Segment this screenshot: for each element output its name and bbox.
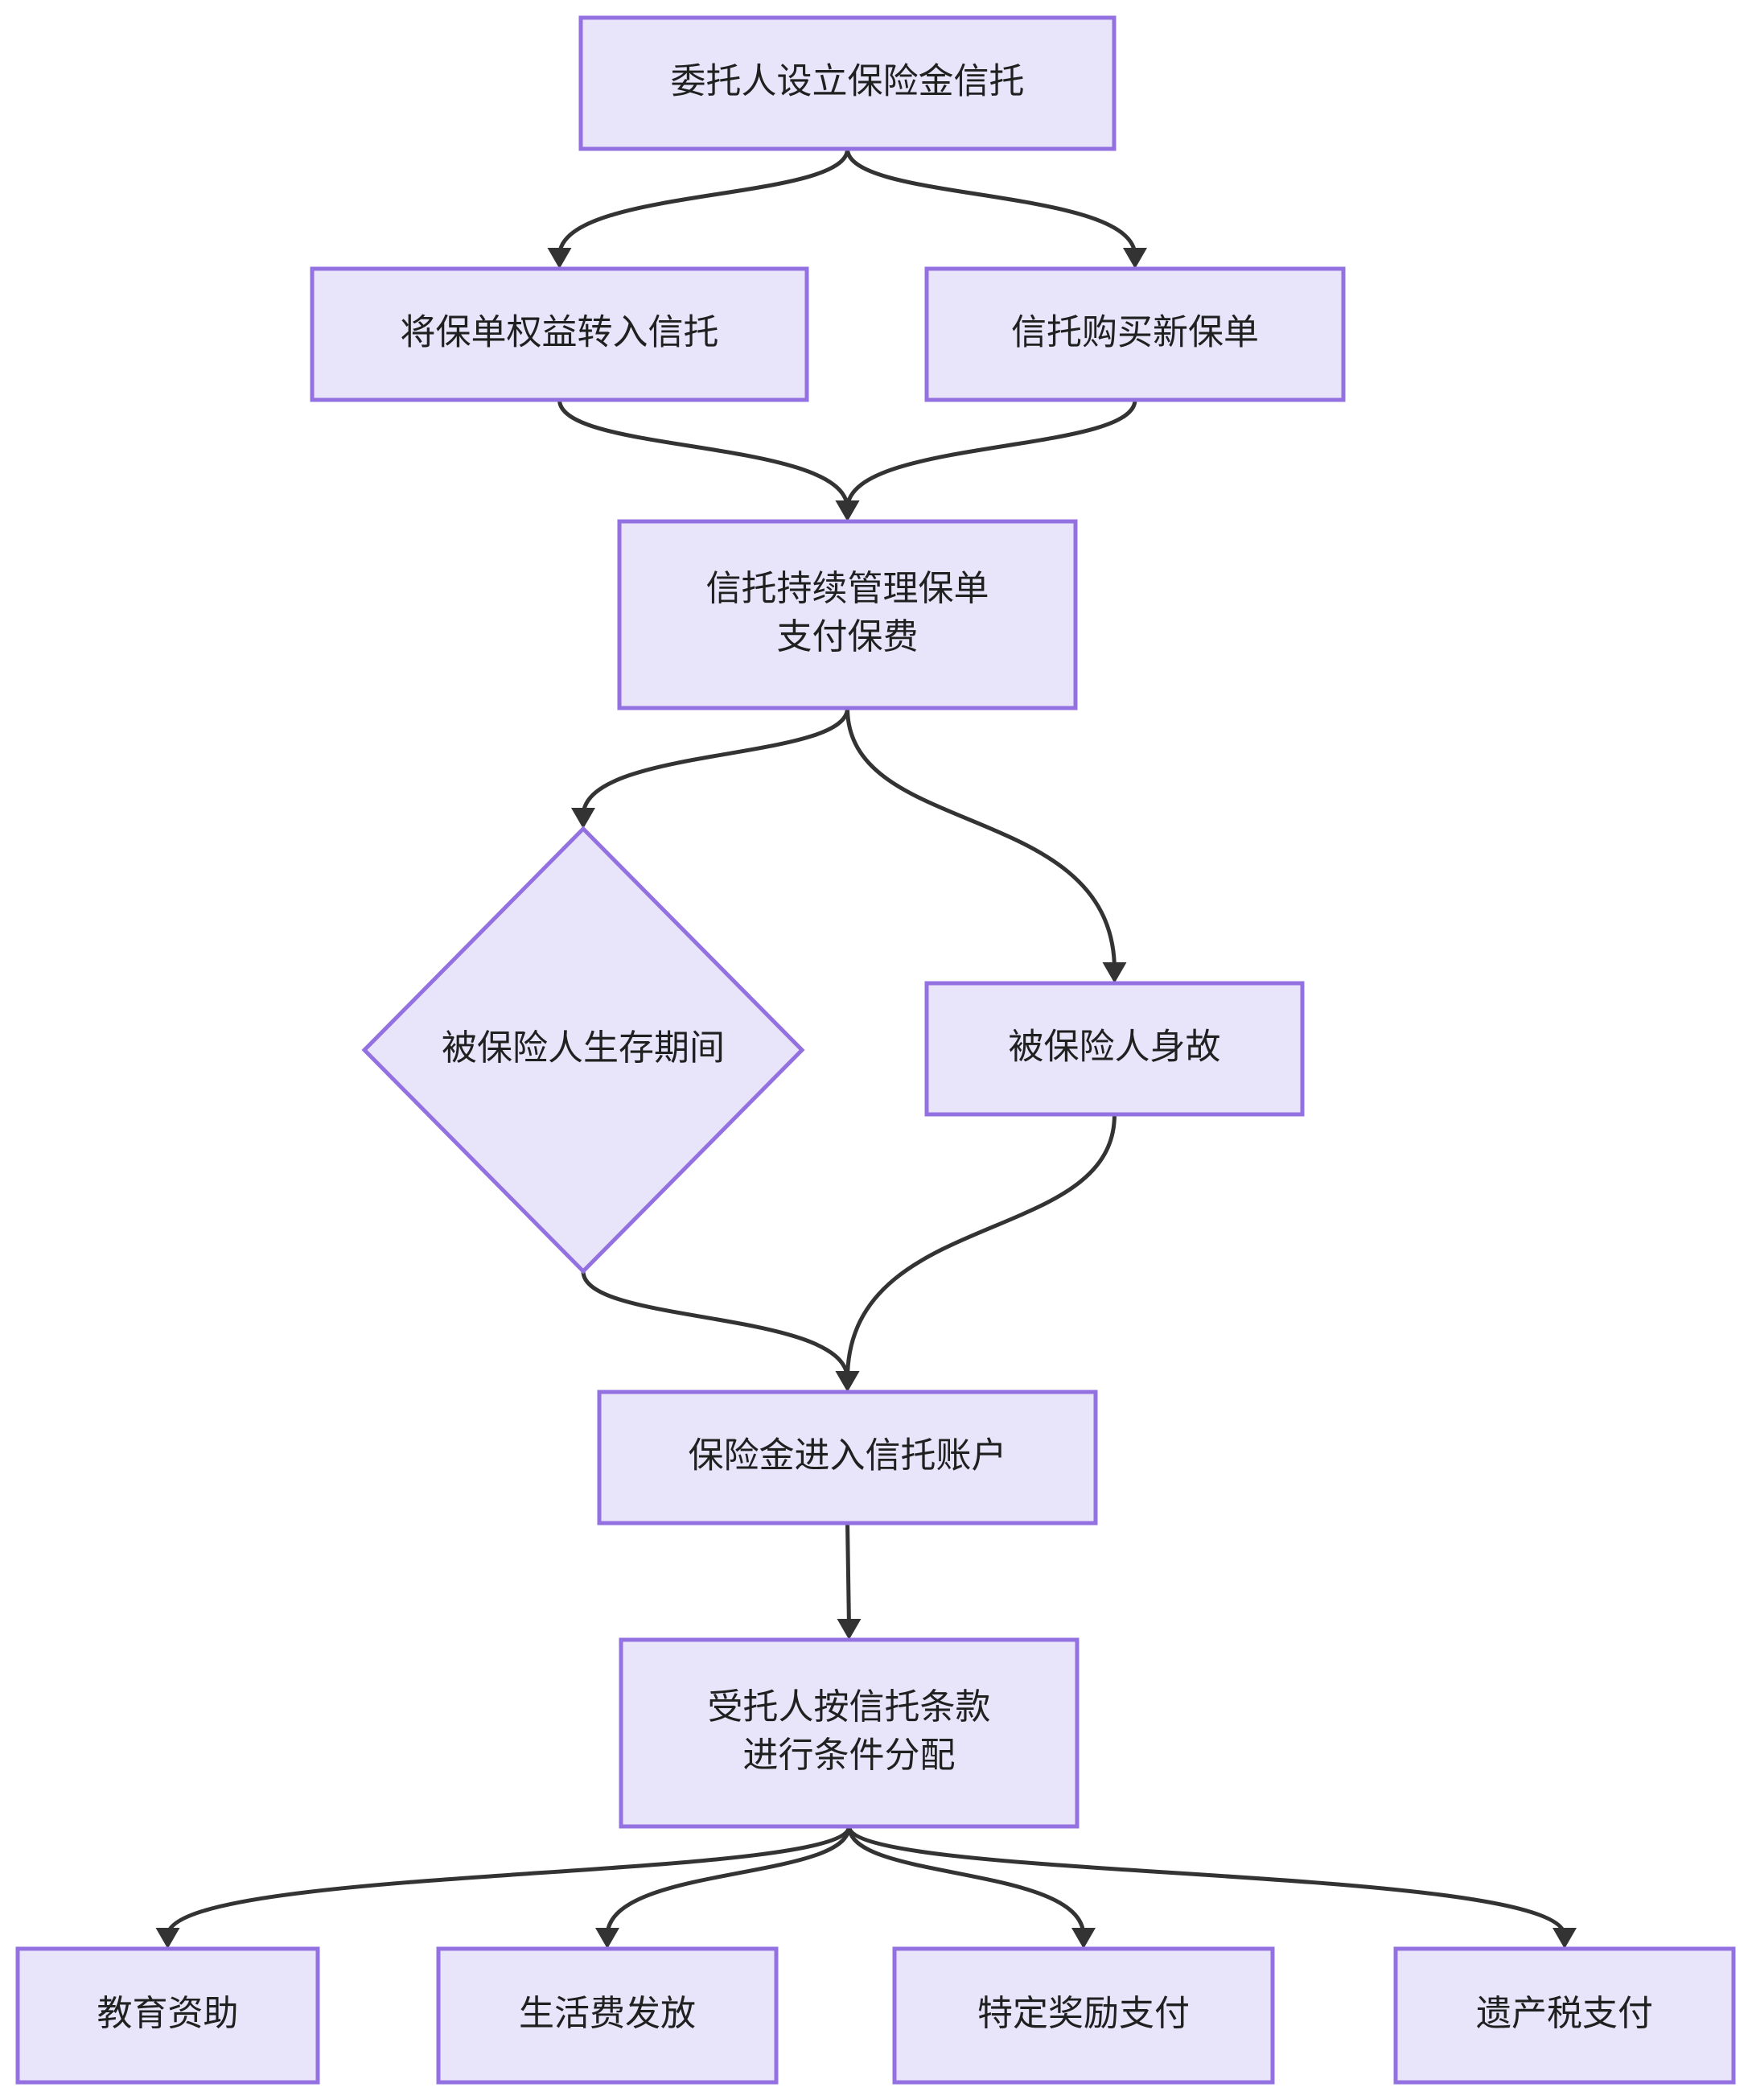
flow-edge-n5-n7 — [581, 1270, 860, 1392]
edge-line — [581, 707, 849, 817]
node-diamond-shape — [361, 826, 805, 1274]
edge-line — [605, 1826, 851, 1937]
flow-edge-n7-n8 — [837, 1522, 862, 1640]
edge-arrowhead — [1553, 1928, 1577, 1949]
edge-line — [845, 399, 1137, 509]
flow-edge-n4-n6 — [845, 707, 1127, 983]
edge-arrowhead — [837, 1619, 862, 1640]
edge-line — [845, 707, 1117, 971]
edge-arrowhead — [835, 500, 860, 521]
node-rect-shape — [617, 519, 1078, 710]
node-label: 被保险人生存期间 — [442, 1028, 725, 1068]
node-label: 特定奖励支付 — [977, 1994, 1190, 2033]
edge-line — [557, 399, 849, 509]
edge-line — [845, 1114, 1117, 1380]
flow-edge-n8-n11 — [847, 1826, 1096, 1949]
edge-line — [581, 1270, 849, 1380]
edge-layer — [155, 148, 1577, 1949]
flow-node-n10[interactable]: 生活费发放 — [436, 1946, 779, 2085]
flow-edge-n3-n4 — [835, 399, 1137, 521]
flow-node-n5[interactable]: 被保险人生存期间 — [361, 826, 805, 1274]
flow-node-n2[interactable]: 将保单权益转入信托 — [310, 266, 809, 402]
node-label: 生活费发放 — [519, 1994, 696, 2033]
node-rect-shape — [892, 1946, 1275, 2085]
node-label: 将保单权益转入信托 — [401, 312, 719, 352]
flow-node-n12[interactable]: 遗产税支付 — [1393, 1946, 1736, 2085]
node-rect-shape — [924, 981, 1305, 1117]
edge-arrowhead — [835, 1371, 860, 1392]
edge-line — [847, 1826, 1567, 1937]
flow-node-n8[interactable]: 受托人按信托条款进行条件分配 — [619, 1637, 1080, 1829]
node-label: 教育资助 — [97, 1994, 239, 2033]
edge-arrowhead — [1071, 1928, 1096, 1949]
node-label: 被保险人身故 — [1009, 1027, 1221, 1066]
edge-arrowhead — [571, 808, 595, 829]
edge-arrowhead — [547, 248, 572, 269]
node-rect-shape — [924, 266, 1346, 402]
node-label: 受托人按信托条款进行条件分配 — [708, 1687, 991, 1775]
edge-line — [845, 148, 1137, 257]
node-rect-shape — [15, 1946, 320, 2085]
flow-edge-n1-n3 — [845, 148, 1147, 269]
node-rect-shape — [578, 15, 1117, 151]
flow-node-n9[interactable]: 教育资助 — [15, 1946, 320, 2085]
node-rect-shape — [436, 1946, 779, 2085]
flow-node-n11[interactable]: 特定奖励支付 — [892, 1946, 1275, 2085]
edge-line — [166, 1826, 851, 1937]
flow-node-n4[interactable]: 信托持续管理保单支付保费 — [617, 519, 1078, 710]
node-rect-shape — [310, 266, 809, 402]
flow-edge-n1-n2 — [547, 148, 849, 269]
flow-node-n7[interactable]: 保险金进入信托账户 — [597, 1390, 1098, 1526]
node-label: 委托人设立保险金信托 — [671, 61, 1025, 101]
flow-edge-n4-n5 — [571, 707, 849, 829]
edge-arrowhead — [1123, 248, 1147, 269]
node-label: 信托购买新保单 — [1011, 312, 1259, 352]
node-rect-shape — [597, 1390, 1098, 1526]
node-rect-shape — [619, 1637, 1080, 1829]
flow-edge-n2-n4 — [557, 399, 860, 521]
node-rect-shape — [1393, 1946, 1736, 2085]
edge-arrowhead — [1102, 962, 1127, 983]
flow-edge-n6-n7 — [835, 1114, 1117, 1392]
edge-line — [847, 1826, 1086, 1937]
flow-edge-n8-n10 — [595, 1826, 851, 1949]
flow-edge-n8-n9 — [155, 1826, 851, 1949]
edge-arrowhead — [155, 1928, 180, 1949]
edge-line — [557, 148, 849, 257]
edge-line — [845, 1522, 851, 1628]
flow-node-n6[interactable]: 被保险人身故 — [924, 981, 1305, 1117]
flow-node-n3[interactable]: 信托购买新保单 — [924, 266, 1346, 402]
node-label: 保险金进入信托账户 — [689, 1435, 1007, 1475]
edge-arrowhead — [595, 1928, 619, 1949]
node-label: 信托持续管理保单支付保费 — [706, 569, 989, 657]
flow-edge-n8-n12 — [847, 1826, 1577, 1949]
flow-node-n1[interactable]: 委托人设立保险金信托 — [578, 15, 1117, 151]
node-label: 遗产税支付 — [1476, 1994, 1653, 2033]
